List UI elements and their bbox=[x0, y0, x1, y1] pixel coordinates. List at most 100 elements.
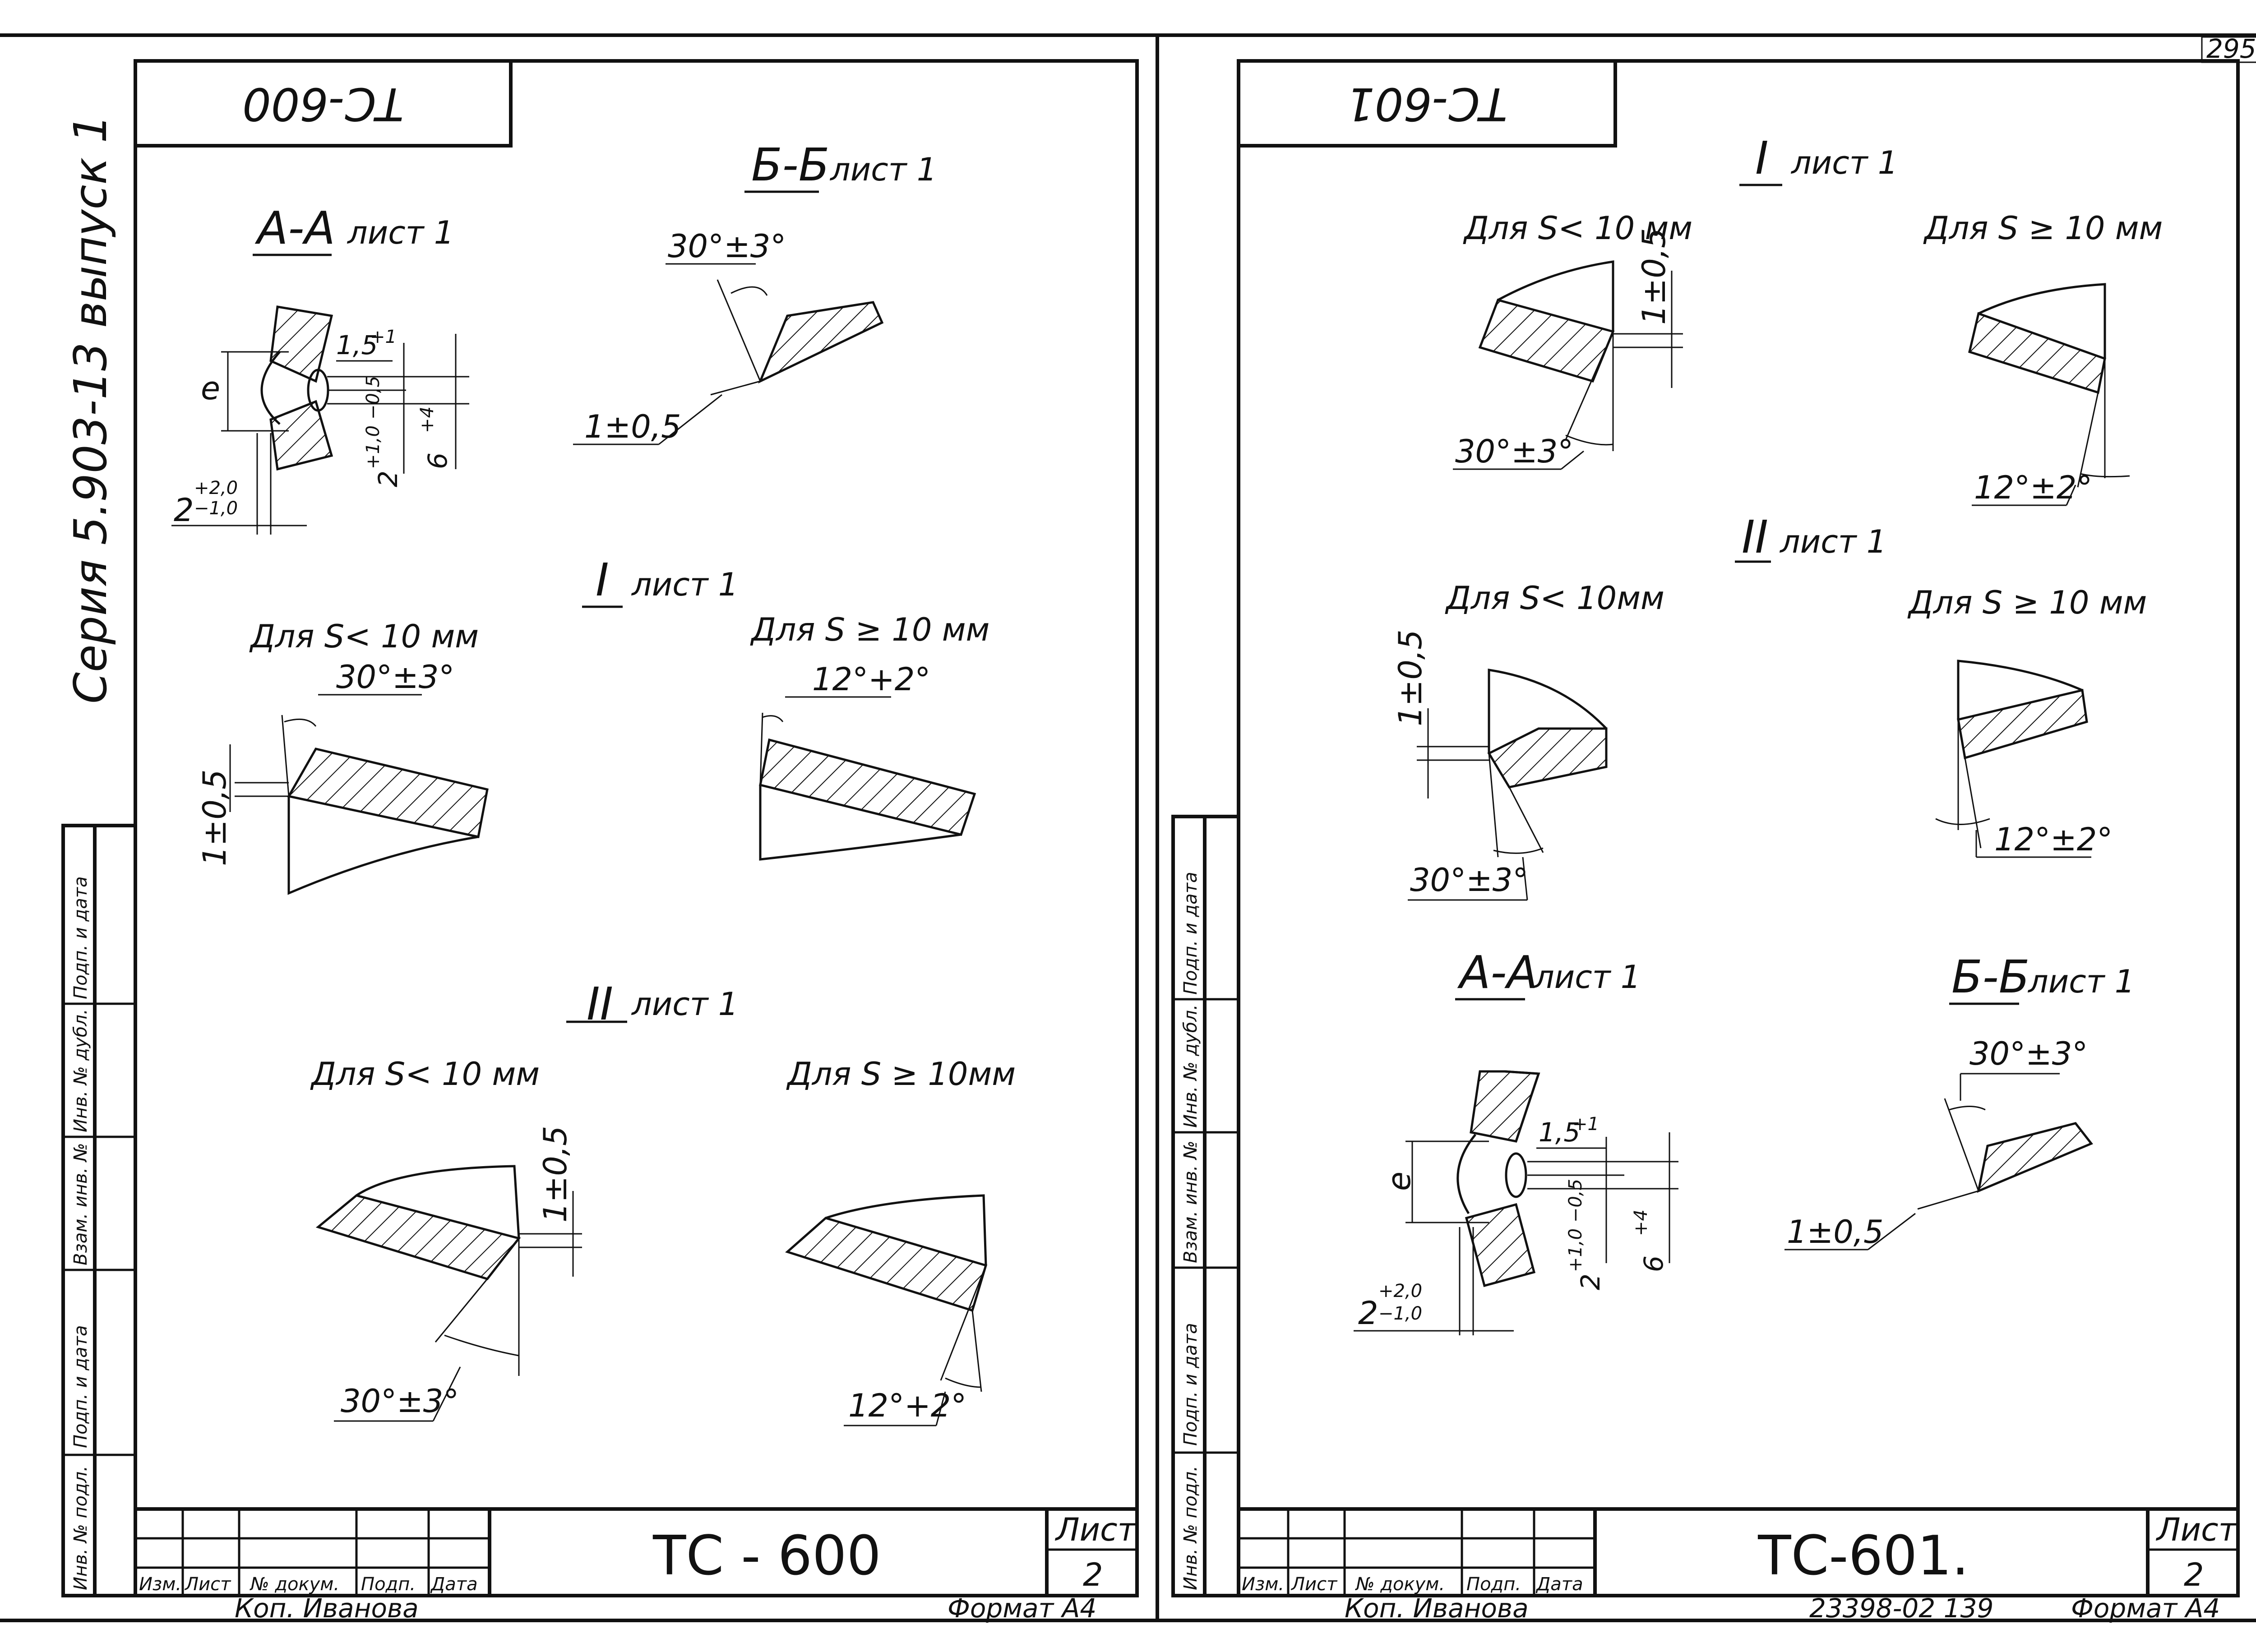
plate-ii-ge bbox=[785, 1217, 988, 1312]
plate-section-bb bbox=[758, 301, 884, 384]
dim-12-i: 12°+2° bbox=[812, 661, 930, 698]
dim-15-tol: +1 bbox=[1572, 1114, 1599, 1135]
plate-ii-ge-outline bbox=[825, 1194, 987, 1266]
bevel-ext-line bbox=[940, 1265, 987, 1381]
angle-arc-30 bbox=[1493, 847, 1544, 854]
doc-number-right: 23398-02 139 bbox=[1809, 1593, 1993, 1624]
view-ref-i: лист 1 bbox=[1790, 144, 1898, 181]
leader-12 bbox=[935, 1391, 946, 1426]
view-aa-left: А-А лист 1 e 1,5 +1 2 +1,0 −0,5 6 +4 bbox=[171, 202, 469, 535]
tb-header-data: Дата bbox=[430, 1574, 478, 1595]
dim-30-i: 30°±3° bbox=[336, 659, 454, 696]
stamp-box-left bbox=[134, 59, 513, 148]
view-label-aa: А-А bbox=[1457, 946, 1538, 999]
dim-ext-line bbox=[1917, 1190, 1979, 1210]
sheet-title-right: ТС-601. bbox=[1757, 1525, 1969, 1587]
stamp-label-left: ТС-600 bbox=[242, 78, 404, 130]
dim-2b-upper: +2,0 bbox=[1378, 1281, 1422, 1301]
view-i-right: I лист 1 Для S< 10 мм Для S ≥ 10 мм 30°±… bbox=[1453, 132, 2163, 506]
case-ge-i: Для S ≥ 10 мм bbox=[1923, 210, 2163, 247]
leader-1-05 bbox=[658, 394, 722, 445]
bevel-ext-line bbox=[281, 715, 290, 797]
tb-header-podp: Подп. bbox=[361, 1574, 416, 1595]
leader-30 bbox=[432, 1366, 461, 1421]
angle-arc-30 bbox=[1565, 434, 1613, 446]
dim-1-05-bb: 1±0,5 bbox=[1787, 1214, 1884, 1251]
case-ge-ii: Для S ≥ 10 мм bbox=[1907, 584, 2147, 621]
dim-30-bb: 30°±3° bbox=[668, 228, 786, 265]
sheet-title-left: ТС - 600 bbox=[652, 1525, 881, 1587]
dim-12-ii: 12°±2° bbox=[1994, 821, 2113, 858]
dim-1-05-ii: 1±0,5 bbox=[1392, 629, 1429, 726]
dim-15-tol: +1 bbox=[370, 327, 397, 347]
plate-ii-lt-outline bbox=[356, 1165, 520, 1239]
author-left: Коп. Иванова bbox=[235, 1593, 419, 1624]
case-lt-i: Для S< 10 мм bbox=[249, 618, 479, 655]
tb-header-podp: Подп. bbox=[1466, 1574, 1521, 1595]
format-right: Формат А4 bbox=[2071, 1593, 2220, 1624]
view-ref-bb: лист 1 bbox=[2027, 963, 2135, 1000]
angle-arc-12 bbox=[1935, 818, 1990, 825]
view-ii-left: II лист 1 Для S< 10 мм Для S ≥ 10мм 30°±… bbox=[310, 978, 1016, 1426]
dim-ext-line bbox=[710, 380, 761, 396]
side-stamp-inv-dubl: Инв. № дубл. bbox=[1180, 1004, 1201, 1128]
side-stamp-inv-dubl: Инв. № дубл. bbox=[70, 1009, 91, 1132]
view-ref-i: лист 1 bbox=[631, 566, 738, 603]
dim-2b-upper: +2,0 bbox=[194, 478, 238, 498]
plate-section-upper bbox=[269, 305, 333, 383]
side-stamp-frame bbox=[61, 824, 137, 1597]
plate-section-lower bbox=[1465, 1203, 1536, 1287]
weld-bead-outer bbox=[1456, 1134, 1476, 1214]
dim-1-05-ii: 1±0,5 bbox=[537, 1126, 574, 1223]
view-label-bb: Б-Б bbox=[1951, 951, 2029, 1003]
case-lt-ii: Для S< 10 мм bbox=[310, 1056, 540, 1093]
view-ii-right: II лист 1 Для S< 10мм Для S ≥ 10 мм 30°±… bbox=[1392, 511, 2147, 901]
weld-root bbox=[1505, 1152, 1527, 1198]
bevel-ext-line bbox=[435, 1278, 488, 1343]
side-stamp-vzam-inv: Взам. инв. № bbox=[70, 1143, 91, 1265]
leader-12 bbox=[2066, 485, 2076, 506]
tb-header-dokum: № докум. bbox=[250, 1574, 339, 1595]
dim-2-tol: +1,0 −0,5 bbox=[1565, 1179, 1586, 1272]
plate-ii-ge bbox=[1957, 688, 2088, 760]
plate-section-bb bbox=[1977, 1122, 2093, 1193]
side-stamp-vzam-inv: Взам. инв. № bbox=[1180, 1140, 1201, 1263]
weld-bead-outer bbox=[260, 351, 281, 425]
view-ref-aa: лист 1 bbox=[347, 214, 454, 251]
dim-30-ii: 30°±3° bbox=[341, 1383, 459, 1420]
dim-15: 1,5 bbox=[1539, 1117, 1580, 1148]
tb-header-list: Лист bbox=[1290, 1574, 1338, 1595]
bevel-ext-line bbox=[1944, 1098, 1979, 1191]
dim-12-ii: 12°+2° bbox=[848, 1387, 966, 1424]
view-label-i: I bbox=[596, 554, 609, 606]
author-right: Коп. Иванова bbox=[1345, 1593, 1529, 1624]
plate-section-upper-edge bbox=[1504, 1070, 1540, 1142]
format-left: Формат А4 bbox=[948, 1593, 1096, 1624]
sheet-label-left: Лист bbox=[1054, 1511, 1137, 1548]
title-block-left: Изм. Лист № докум. Подп. Дата ТС - 600 Л… bbox=[135, 1507, 1137, 1624]
stamp-box-right bbox=[1237, 59, 1617, 148]
plate-i-lt bbox=[1478, 298, 1615, 383]
dim-e: e bbox=[1381, 1172, 1418, 1191]
case-ge-ii: Для S ≥ 10мм bbox=[786, 1056, 1016, 1093]
side-stamp-inv-podl: Инв. № подл. bbox=[70, 1466, 91, 1590]
case-ge-i: Для S ≥ 10 мм bbox=[750, 611, 989, 648]
sheet-label-right: Лист bbox=[2155, 1511, 2238, 1548]
case-lt-ii: Для S< 10мм bbox=[1445, 580, 1664, 617]
sheet-number-left: 2 bbox=[1083, 1556, 1103, 1593]
dim-2b: 2 bbox=[174, 492, 194, 529]
leader-1-05 bbox=[1868, 1213, 1916, 1251]
dim-30-ii: 30°±3° bbox=[1410, 862, 1528, 899]
view-ref-aa: лист 1 bbox=[1533, 959, 1641, 996]
tb-header-list: Лист bbox=[184, 1574, 231, 1595]
dim-30-bb: 30°±3° bbox=[1969, 1035, 2088, 1072]
view-label-i: I bbox=[1755, 132, 1769, 185]
plate-ii-lt-outline bbox=[1488, 669, 1607, 753]
view-ref-ii: лист 1 bbox=[1779, 523, 1886, 560]
dim-2b-lower: −1,0 bbox=[194, 498, 238, 519]
series-label: Серия 5.903-13 выпуск 1 bbox=[64, 115, 117, 704]
dim-2b: 2 bbox=[1358, 1295, 1378, 1332]
stamp-label-right: ТС-601 bbox=[1346, 78, 1507, 130]
bevel-ext-line bbox=[759, 712, 763, 785]
